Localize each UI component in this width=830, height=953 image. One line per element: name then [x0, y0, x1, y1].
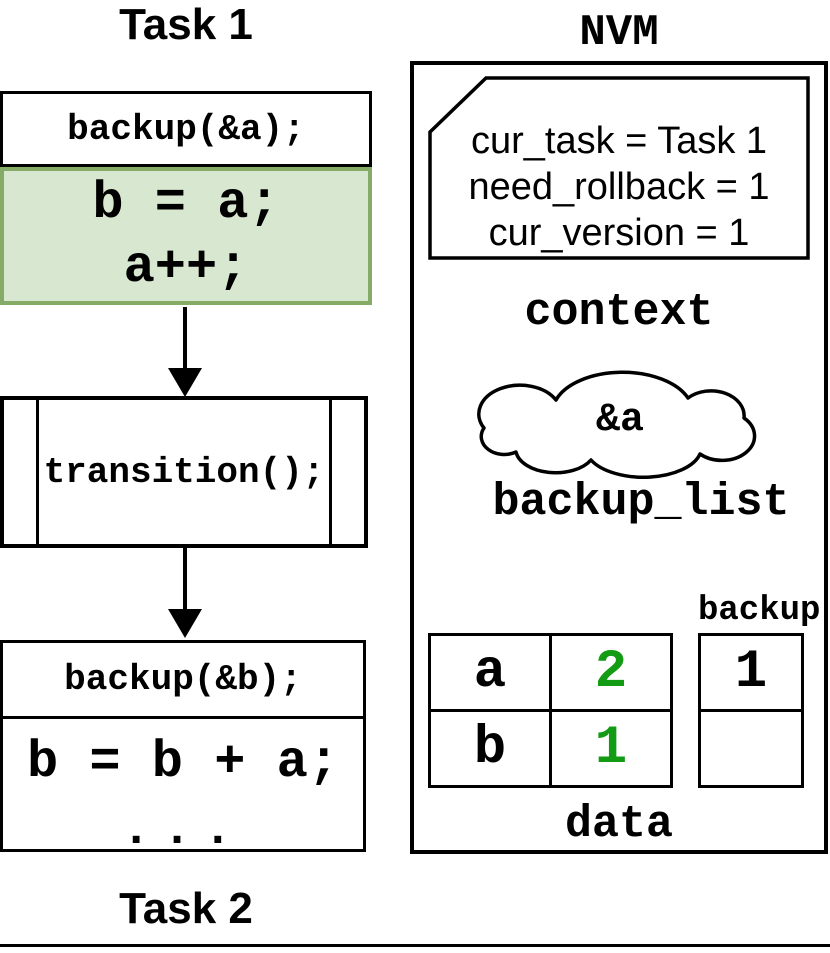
task2-code-line: b = b + a; — [26, 733, 340, 792]
transition-inner-bar-right — [329, 400, 332, 544]
task1-backup-block: backup(&a); — [0, 91, 372, 167]
task1-code-line2: a++; — [123, 238, 249, 297]
backup-column-label: backup — [698, 592, 821, 630]
task1-highlighted-block: b = a; a++; — [0, 167, 372, 305]
context-cur-task: cur_task = Task 1 — [470, 120, 768, 162]
backup-cell-2 — [701, 712, 801, 785]
transition-block: transition(); — [0, 396, 368, 548]
context-cur-version: cur_version = 1 — [488, 212, 750, 254]
data-cell-name-b: b — [431, 712, 549, 785]
task2-title: Task 2 — [119, 884, 253, 933]
bottom-divider-line — [0, 944, 830, 947]
context-card-shape — [428, 76, 810, 260]
task1-code-line1: b = a; — [92, 174, 280, 233]
task2-block: backup(&b); b = b + a; ... — [0, 640, 366, 855]
data-cell-value-b: 1 — [552, 712, 670, 785]
context-label: context — [524, 287, 714, 338]
context-fields: cur_task = Task 1 need_rollback = 1 cur_… — [428, 76, 810, 256]
backup-cell-1: 1 — [701, 636, 801, 709]
transition-code: transition(); — [43, 451, 325, 493]
flow-arrow-1-head — [168, 368, 202, 397]
data-cell-name-a: a — [431, 636, 549, 709]
flow-arrow-2-line — [183, 548, 187, 610]
data-table: a 2 b 1 — [428, 633, 673, 788]
backup-list-label: backup_list — [492, 477, 790, 528]
task1-backup-code: backup(&a); — [67, 108, 305, 150]
task2-backup-block: backup(&b); — [3, 643, 363, 719]
backup-list-value: &a — [595, 398, 644, 443]
task1-title: Task 1 — [119, 0, 253, 49]
flow-arrow-2-head — [168, 609, 202, 638]
context-need-rollback: need_rollback = 1 — [468, 166, 770, 208]
flow-arrow-1-line — [183, 307, 187, 369]
task2-body-block: b = b + a; ... — [3, 719, 363, 855]
nvm-title: NVM — [579, 8, 659, 58]
task2-ellipsis: ... — [121, 804, 245, 858]
data-cell-value-a: 2 — [552, 636, 670, 709]
data-table-label: data — [564, 799, 674, 850]
backup-table: 1 — [698, 633, 804, 788]
backup-list-cloud-shape — [477, 370, 757, 479]
task2-backup-code: backup(&b); — [64, 659, 302, 700]
transition-inner-bar-left — [36, 400, 39, 544]
